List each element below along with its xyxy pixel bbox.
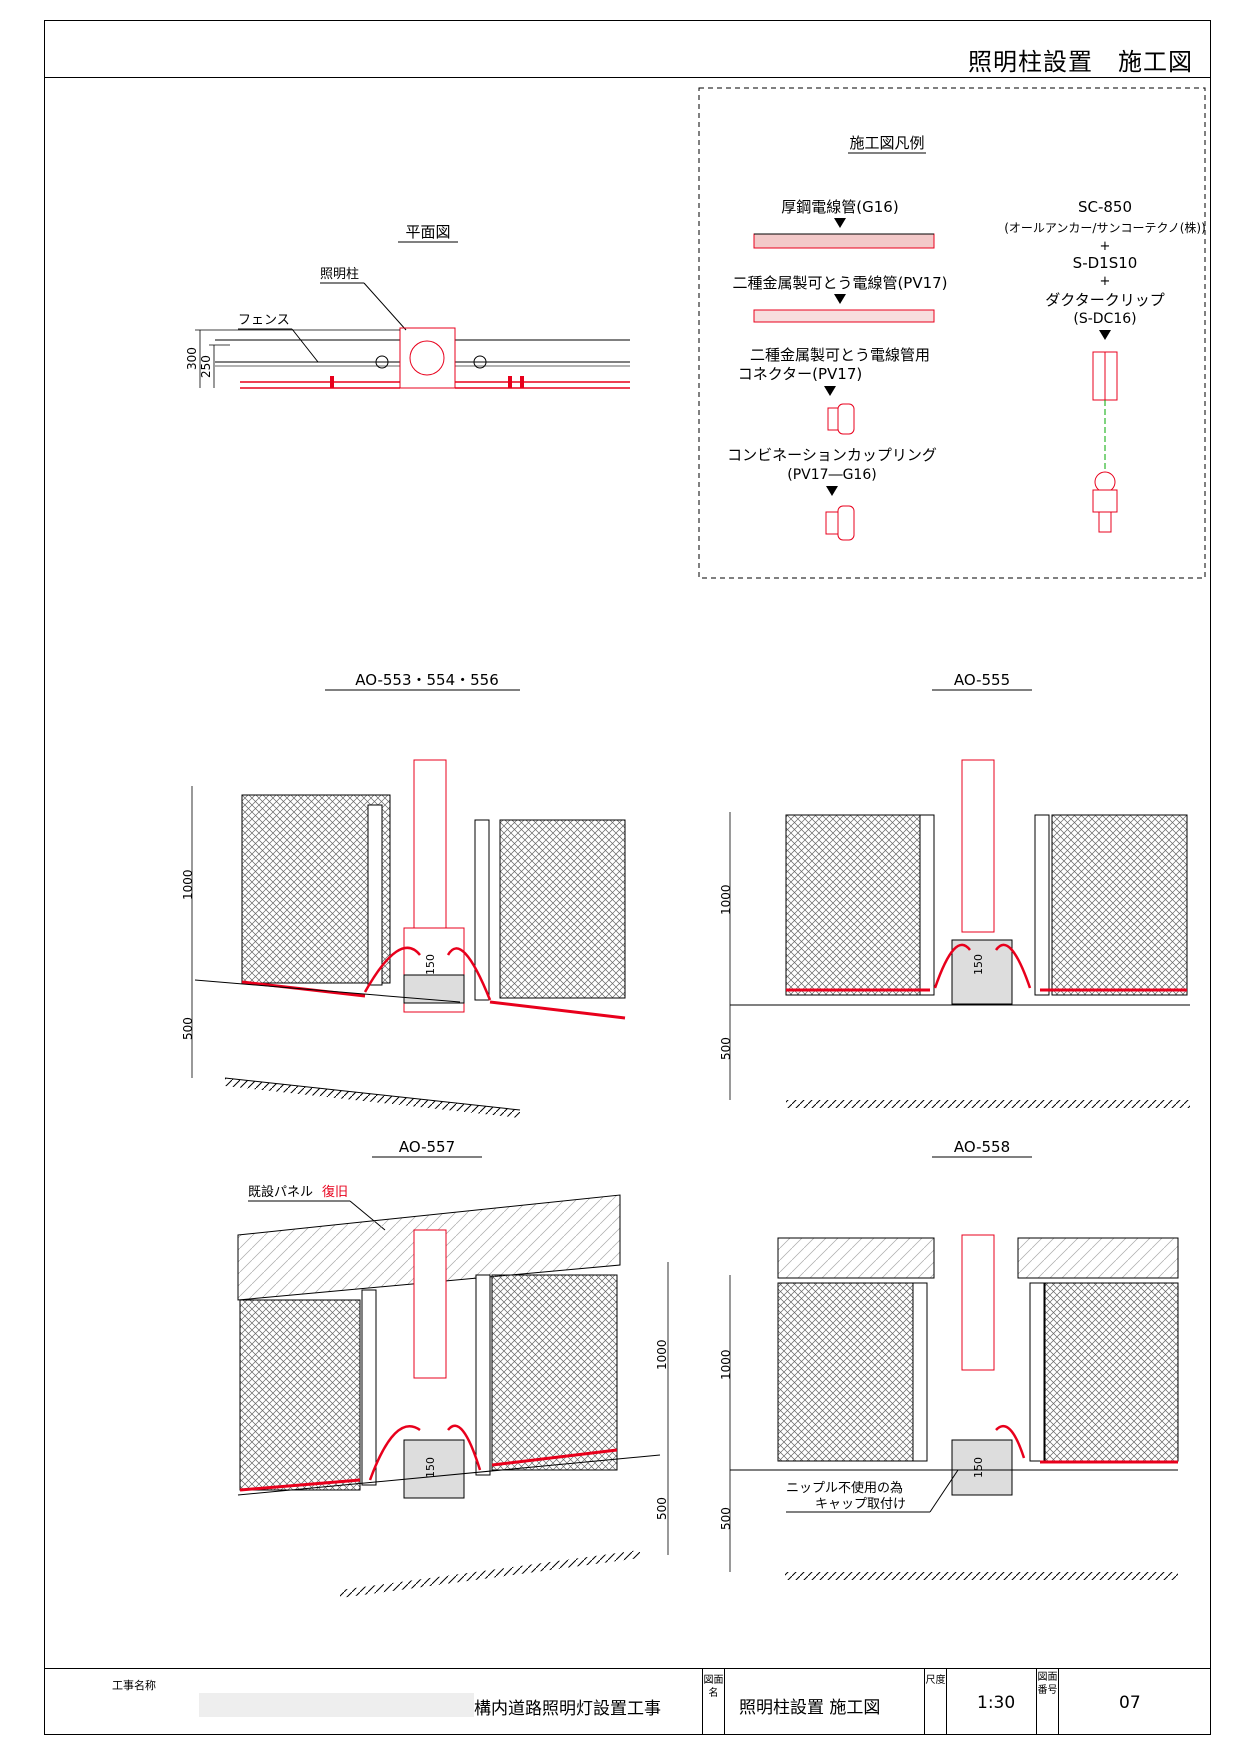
section-ao-557: AO-557 既設パネル 復旧 1000 500 150 (237, 1138, 669, 1598)
section-4-note-2: キャップ取付け (815, 1497, 906, 1512)
legend-box: 施工図凡例 厚鋼電線管(G16) 二種金属製可とう電線管(PV17) 二種金属製… (698, 87, 1206, 579)
legend-sd-label: S-D1S10 (1073, 254, 1138, 272)
connector-symbol (827, 403, 855, 435)
legend-connector-label-2: コネクター(PV17) (738, 365, 863, 383)
title-bar: 照明柱設置 施工図 (44, 20, 1211, 78)
section-4-dim-b: 500 (719, 1507, 733, 1530)
project-name-label: 工事名称 (112, 1679, 156, 1692)
redacted-area (199, 1693, 474, 1717)
section-3-note-b: 復旧 (322, 1184, 348, 1200)
drawing-frame (44, 20, 1211, 1735)
drawing-number: 07 (1119, 1693, 1141, 1713)
legend-plus-1: + (1100, 239, 1111, 254)
plan-pole-label: 照明柱 (320, 267, 359, 282)
legend-sc-maker: (オールアンカー/サンコーテクノ(株)) (1004, 220, 1206, 235)
legend-coupling-label-1: コンビネーションカップリング (727, 446, 937, 464)
legend-heading: 施工図凡例 (849, 134, 924, 152)
drawing-name: 照明柱設置 施工図 (739, 1698, 881, 1718)
legend-clip-label: ダクタークリップ (1045, 291, 1164, 309)
project-name: 構内道路照明灯設置工事 (474, 1699, 661, 1719)
section-ao-555: AO-555 1000 500 150 (719, 671, 1190, 1108)
page-title: 照明柱設置 施工図 (968, 48, 1193, 76)
legend-coupling-label-2: (PV17―G16) (787, 467, 876, 483)
section-2-dim-b: 500 (719, 1037, 733, 1060)
number-label-cell: 図面番号 (1036, 1669, 1058, 1735)
section-2-dim-h: 1000 (719, 884, 733, 915)
anchor-symbol (1092, 351, 1118, 533)
number-cell: 07 (1058, 1669, 1211, 1735)
section-2-dim-150: 150 (972, 954, 985, 975)
drawing-name-label-cell: 図面名 (702, 1669, 724, 1735)
legend-clip-code: (S-DC16) (1073, 311, 1136, 327)
section-1-dim-h: 1000 (181, 869, 195, 900)
section-4-title: AO-558 (954, 1138, 1010, 1156)
legend-plus-2: + (1100, 274, 1111, 289)
section-1-title: AO-553・554・556 (355, 671, 499, 689)
section-3-dim-b: 500 (655, 1497, 669, 1520)
drawing-name-cell: 照明柱設置 施工図 (724, 1669, 924, 1735)
plan-dim-300: 300 (185, 347, 199, 370)
section-3-title: AO-557 (399, 1138, 455, 1156)
title-block: 工事名称 構内道路照明灯設置工事 図面名 照明柱設置 施工図 尺度 1:30 図… (44, 1668, 1211, 1735)
scale-label-cell: 尺度 (924, 1669, 946, 1735)
scale-cell: 1:30 (946, 1669, 1036, 1735)
scale-label: 尺度 (925, 1675, 946, 1686)
number-label: 図面番号 (1037, 1672, 1058, 1696)
section-1-dim-b: 500 (181, 1017, 195, 1040)
plan-view: 平面図 照明柱 フェンス 300 250 (185, 223, 630, 389)
section-ao-558: AO-558 1000 500 150 ニップル不使用の為 キャップ取付け (719, 1138, 1179, 1580)
section-4-dim-h: 1000 (719, 1349, 733, 1380)
section-4-dim-150: 150 (972, 1457, 985, 1478)
legend-pv17-label: 二種金属製可とう電線管(PV17) (732, 274, 947, 292)
scale-value: 1:30 (977, 1693, 1016, 1713)
plan-heading: 平面図 (405, 223, 450, 241)
section-3-dim-150: 150 (424, 1457, 437, 1478)
section-3-dim-h: 1000 (655, 1339, 669, 1370)
legend-sc-label: SC-850 (1078, 198, 1132, 216)
legend-connector-label-1: 二種金属製可とう電線管用 (750, 346, 930, 364)
section-ao-553: AO-553・554・556 1000 500 150 (181, 671, 626, 1118)
plan-dim-250: 250 (199, 355, 213, 378)
section-2-title: AO-555 (954, 671, 1010, 689)
section-4-note-1: ニップル不使用の為 (786, 1480, 903, 1496)
drawing-name-label: 図面名 (703, 1675, 724, 1699)
legend-g16-label: 厚鋼電線管(G16) (781, 198, 898, 216)
plan-fence-label: フェンス (238, 313, 290, 328)
section-3-note-a: 既設パネル (248, 1184, 313, 1200)
section-1-dim-150: 150 (424, 954, 437, 975)
coupling-symbol (825, 505, 855, 541)
